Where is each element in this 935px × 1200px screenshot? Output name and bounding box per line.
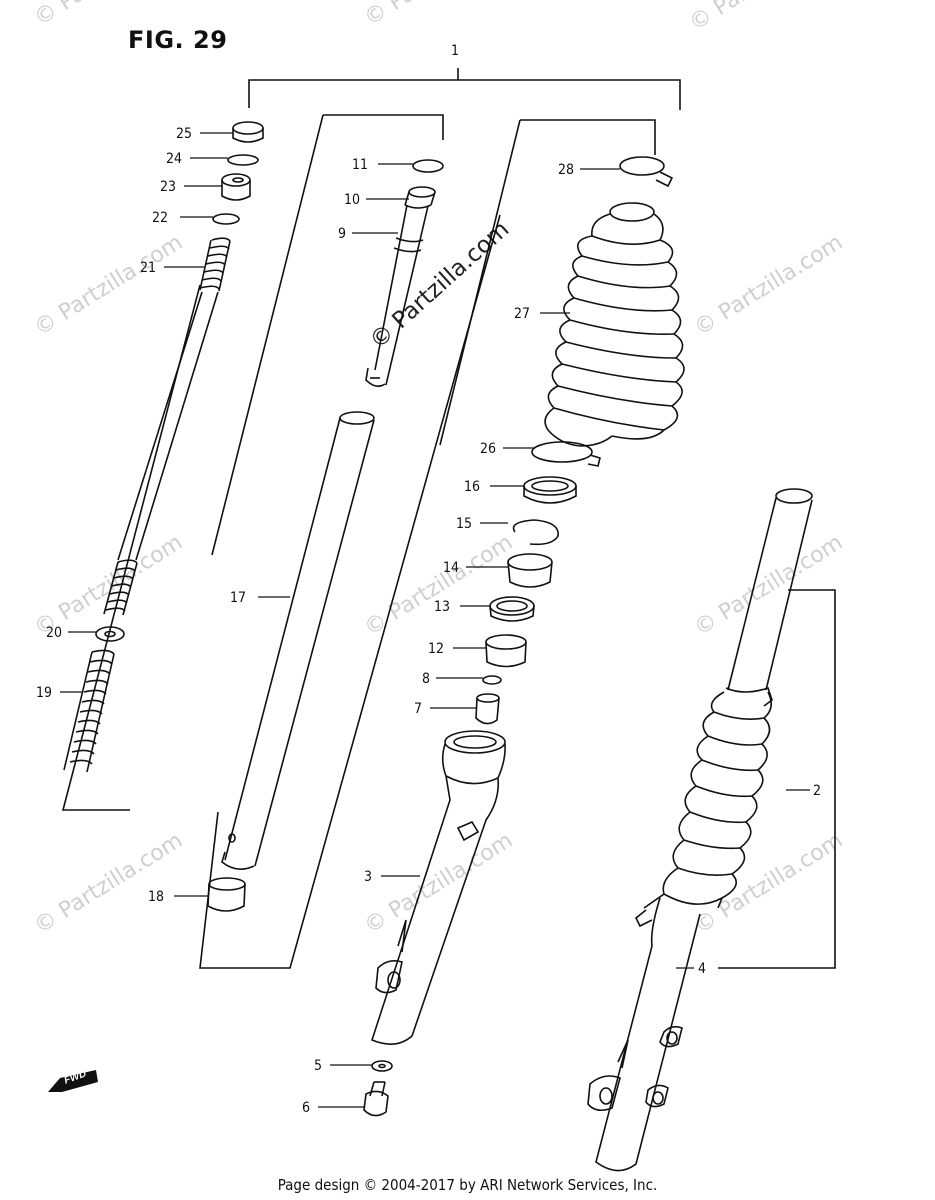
part-14-bushing xyxy=(507,553,553,588)
callout-4: 4 xyxy=(698,961,706,977)
callout-26: 26 xyxy=(480,441,496,457)
part-spring-middle xyxy=(103,559,138,616)
part-16-oil-seal xyxy=(523,476,577,504)
part-12-bushing xyxy=(485,634,527,668)
part-2-fork-assembly xyxy=(587,488,813,1172)
part-11-ring xyxy=(412,159,444,173)
panel-middle-outline xyxy=(211,114,324,556)
part-24-ring xyxy=(227,154,259,166)
panel-right-outline xyxy=(439,119,521,446)
callout-23: 23 xyxy=(160,179,176,195)
figure-title: FIG. 29 xyxy=(128,26,228,54)
part-15-circlip xyxy=(512,519,559,546)
panel-left-outline xyxy=(61,284,201,811)
part-13-seat xyxy=(489,596,535,622)
part-7-oil-lock-piece xyxy=(475,693,500,725)
page-footer: Page design © 2004-2017 by ARI Network S… xyxy=(277,1176,658,1194)
callout-14: 14 xyxy=(443,560,459,576)
part-27-rubber-boot xyxy=(544,202,685,447)
part-9-damper-rod xyxy=(365,204,429,388)
callout-22: 22 xyxy=(152,210,168,226)
callout-13: 13 xyxy=(434,599,450,615)
callout-11: 11 xyxy=(352,157,368,173)
panel-middle-outline xyxy=(323,114,444,140)
callout-27: 27 xyxy=(514,306,530,322)
part-20-washer xyxy=(95,626,125,642)
callout-8: 8 xyxy=(422,671,430,687)
part-19-spring xyxy=(63,649,115,773)
part-23-spacer xyxy=(221,173,251,201)
part-21-spring-top xyxy=(199,237,231,292)
callout-19: 19 xyxy=(36,685,52,701)
callout-9: 9 xyxy=(338,226,346,242)
fwd-arrow-icon xyxy=(48,1070,98,1092)
callout-1: 1 xyxy=(451,43,459,59)
callout-2: 2 xyxy=(813,783,821,799)
callout-18: 18 xyxy=(148,889,164,905)
part-28-clamp xyxy=(619,156,674,188)
callout-24: 24 xyxy=(166,151,182,167)
part-8-circlip xyxy=(482,675,502,685)
spring-rod xyxy=(135,291,219,561)
callout-leaders xyxy=(60,132,810,1108)
part-25-cap xyxy=(232,121,264,143)
callout-6: 6 xyxy=(302,1100,310,1116)
part-22-washer xyxy=(212,213,240,225)
part-26-clamp xyxy=(531,441,601,467)
part-5-washer xyxy=(371,1060,393,1072)
part-17-inner-tube xyxy=(221,411,375,870)
part-18-bushing xyxy=(207,877,246,912)
callout-16: 16 xyxy=(464,479,480,495)
callout-3: 3 xyxy=(364,869,372,885)
assembly-bracket xyxy=(248,68,681,110)
callout-20: 20 xyxy=(46,625,62,641)
spring-rod xyxy=(117,291,203,561)
callout-12: 12 xyxy=(428,641,444,657)
panel-right-outline xyxy=(520,119,656,155)
callout-21: 21 xyxy=(140,260,156,276)
callout-15: 15 xyxy=(456,516,472,532)
callout-5: 5 xyxy=(314,1058,322,1074)
callout-7: 7 xyxy=(414,701,422,717)
callout-labels: 1 25 24 23 22 21 20 19 11 10 9 17 18 28 … xyxy=(36,43,821,1116)
part-3-outer-tube xyxy=(371,730,506,1045)
callout-25: 25 xyxy=(176,126,192,142)
callout-28: 28 xyxy=(558,162,574,178)
callout-10: 10 xyxy=(344,192,360,208)
part-10-rod-top xyxy=(404,186,436,209)
panel-item2-bracket xyxy=(718,589,836,969)
callout-17: 17 xyxy=(230,590,246,606)
part-6-bolt xyxy=(363,1081,389,1117)
